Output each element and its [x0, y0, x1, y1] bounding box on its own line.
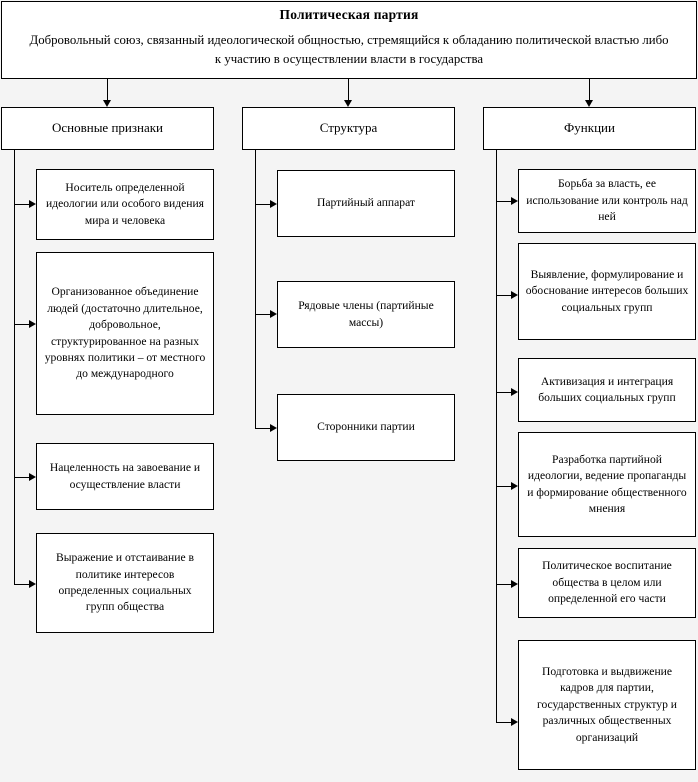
spine-column-3	[496, 150, 497, 722]
branch-column-1-item-4	[14, 584, 32, 585]
arrow-right-icon-c1-i1	[29, 200, 36, 208]
node-c1-item-1: Носитель определенной идеологии или особ…	[36, 169, 214, 240]
branch-column-3-item-2	[496, 295, 514, 296]
branch-column-3-item-5	[496, 584, 514, 585]
column-header-struktura: Структура	[242, 107, 455, 150]
column-header-label: Структура	[319, 120, 378, 136]
arrow-right-icon-c1-i4	[29, 580, 36, 588]
arrow-right-icon-c3-i2	[511, 291, 518, 299]
branch-column-1-item-3	[14, 477, 32, 478]
branch-column-3-item-1	[496, 201, 514, 202]
node-c3-item-3: Активизация и интеграция больших социаль…	[518, 358, 696, 422]
branch-column-3-item-6	[496, 722, 514, 723]
node-label: Нацеленность на завоевание и осуществлен…	[49, 461, 201, 491]
arrow-right-icon-c2-i3	[270, 424, 277, 432]
branch-column-3-item-4	[496, 486, 514, 487]
node-label: Выявление, формулирование и обоснование …	[525, 267, 689, 314]
arrow-right-icon-c2-i2	[270, 310, 277, 318]
spine-column-2	[255, 150, 256, 428]
branch-column-3-item-3	[496, 392, 514, 393]
arrow-down-icon-column-3	[585, 100, 593, 107]
arrow-down-icon-column-2	[344, 100, 352, 107]
branch-column-1-item-2	[14, 324, 32, 325]
arrow-right-icon-c3-i3	[511, 388, 518, 396]
column-header-funkcii: Функции	[483, 107, 696, 150]
node-label: Политическое воспитание общества в целом…	[542, 559, 672, 606]
node-label: Активизация и интеграция больших социаль…	[538, 374, 676, 404]
node-label: Борьба за власть, ее использование или к…	[526, 177, 688, 224]
branch-column-2-item-2	[255, 314, 273, 315]
node-label: Рядовые члены (партийные массы)	[298, 299, 434, 329]
node-label: Выражение и отстаивание в политике интер…	[56, 551, 194, 614]
arrow-right-icon-c1-i2	[29, 320, 36, 328]
node-c3-item-1: Борьба за власть, ее использование или к…	[518, 169, 696, 233]
column-header-osnovnye-priznaki: Основные признаки	[1, 107, 214, 150]
node-label: Сторонники партии	[317, 420, 415, 434]
node-label: Организованное объединение людей (достат…	[44, 285, 206, 381]
arrow-right-icon-c3-i4	[511, 482, 518, 490]
arrow-down-icon-column-1	[103, 100, 111, 107]
arrow-right-icon-c2-i1	[270, 200, 277, 208]
connector-root-to-column-2	[348, 79, 349, 101]
node-c2-item-1: Партийный аппарат	[277, 170, 455, 237]
column-header-label: Основные признаки	[51, 120, 163, 136]
spine-column-1	[14, 150, 15, 584]
node-c1-item-4: Выражение и отстаивание в политике интер…	[36, 533, 214, 633]
node-c3-item-4: Разработка партийной идеологии, ведение …	[518, 432, 696, 537]
node-label: Разработка партийной идеологии, ведение …	[527, 452, 687, 515]
node-c2-item-2: Рядовые члены (партийные массы)	[277, 281, 455, 348]
arrow-right-icon-c3-i5	[511, 580, 518, 588]
node-c3-item-2: Выявление, формулирование и обоснование …	[518, 243, 696, 340]
arrow-right-icon-c3-i1	[511, 197, 518, 205]
column-header-label: Функции	[564, 120, 615, 136]
root-title: Политическая партия	[279, 7, 419, 22]
root-description: Добровольный союз, связанный идеологичес…	[29, 33, 669, 66]
node-c2-item-3: Сторонники партии	[277, 394, 455, 461]
connector-root-to-column-1	[107, 79, 108, 101]
node-label: Носитель определенной идеологии или особ…	[46, 180, 204, 227]
connector-root-to-column-3	[589, 79, 590, 101]
node-c1-item-2: Организованное объединение людей (достат…	[36, 252, 214, 415]
node-label: Партийный аппарат	[317, 196, 415, 210]
branch-column-2-item-1	[255, 204, 273, 205]
arrow-right-icon-c3-i6	[511, 718, 518, 726]
node-c3-item-5: Политическое воспитание общества в целом…	[518, 548, 696, 618]
node-label: Подготовка и выдвижение кадров для парти…	[537, 664, 677, 744]
branch-column-1-item-1	[14, 204, 32, 205]
root-node-political-party: Политическая партия Добровольный союз, с…	[1, 1, 697, 79]
branch-column-2-item-3	[255, 428, 273, 429]
node-c3-item-6: Подготовка и выдвижение кадров для парти…	[518, 640, 696, 770]
node-c1-item-3: Нацеленность на завоевание и осуществлен…	[36, 443, 214, 510]
arrow-right-icon-c1-i3	[29, 473, 36, 481]
